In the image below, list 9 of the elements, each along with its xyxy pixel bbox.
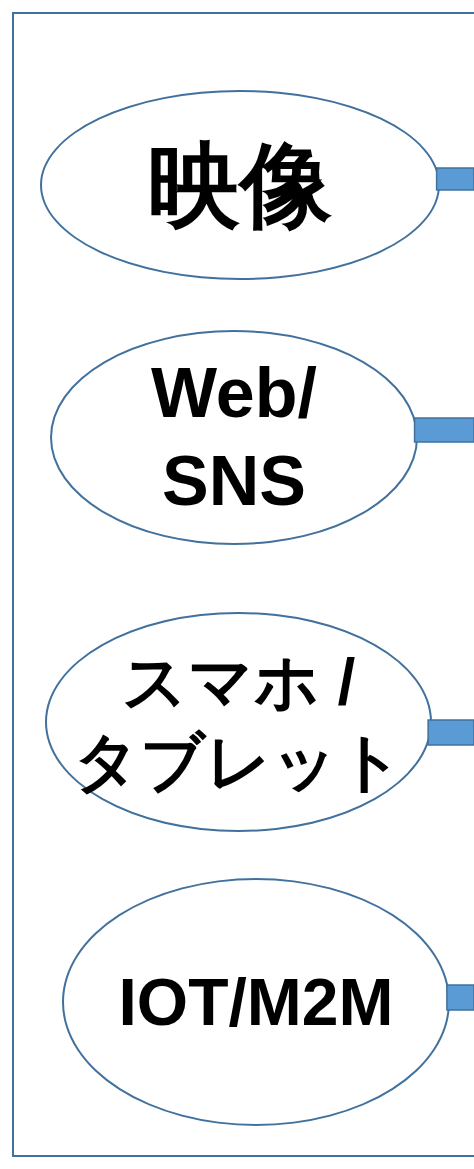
block-arrow xyxy=(413,417,474,443)
category-label: Web/ SNS xyxy=(150,353,318,522)
block-arrow xyxy=(435,167,474,191)
block-arrow xyxy=(446,984,474,1011)
category-label: スマホ / タブレット xyxy=(73,645,404,800)
block-arrow xyxy=(427,719,474,746)
category-label: 映像 xyxy=(147,129,333,241)
frame-box xyxy=(12,12,474,1157)
category-label: IOT/M2M xyxy=(117,963,395,1041)
